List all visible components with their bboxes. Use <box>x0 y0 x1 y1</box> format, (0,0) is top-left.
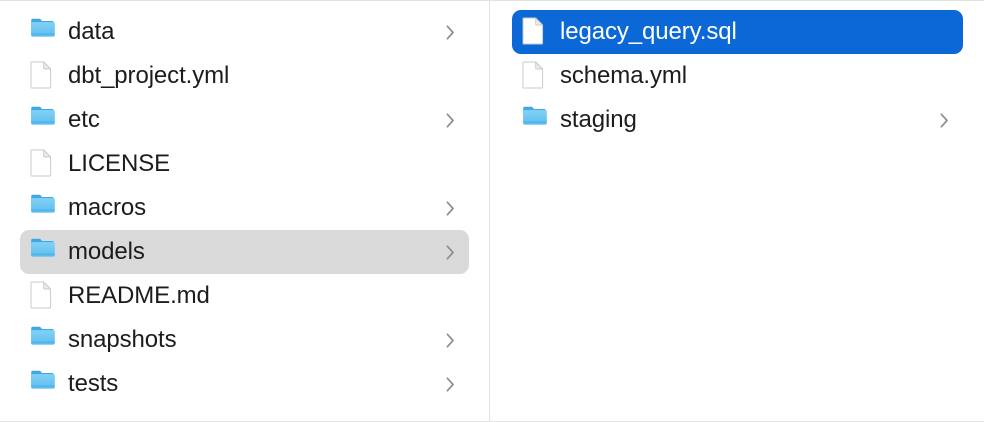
folder-row[interactable]: etc <box>20 98 469 142</box>
folder-icon <box>30 105 56 135</box>
file-row[interactable]: legacy_query.sql <box>512 10 963 54</box>
document-icon <box>522 61 548 91</box>
file-row[interactable]: dbt_project.yml <box>20 54 469 98</box>
item-label: dbt_project.yml <box>68 62 230 89</box>
chevron-right-icon[interactable] <box>443 197 457 219</box>
folder-row[interactable]: macros <box>20 186 469 230</box>
folder-icon <box>30 17 56 47</box>
chevron-right-icon[interactable] <box>937 109 951 131</box>
item-label: snapshots <box>68 326 177 353</box>
chevron-right-icon[interactable] <box>443 329 457 351</box>
item-label: tests <box>68 370 119 397</box>
chevron-right-icon[interactable] <box>443 373 457 395</box>
folder-icon <box>30 237 56 267</box>
item-label: data <box>68 18 115 45</box>
item-label: LICENSE <box>68 150 171 177</box>
document-icon <box>30 61 56 91</box>
document-icon <box>30 281 56 311</box>
file-row[interactable]: schema.yml <box>512 54 963 98</box>
finder-column-child[interactable]: legacy_query.sql schema.yml staging <box>490 1 983 421</box>
file-row[interactable]: LICENSE <box>20 142 469 186</box>
chevron-right-icon[interactable] <box>443 21 457 43</box>
item-label: staging <box>560 106 637 133</box>
item-label: macros <box>68 194 147 221</box>
item-label: schema.yml <box>560 62 688 89</box>
item-label: models <box>68 238 145 265</box>
chevron-right-icon[interactable] <box>443 241 457 263</box>
document-icon <box>30 149 56 179</box>
folder-icon <box>30 325 56 355</box>
item-label: etc <box>68 106 100 133</box>
folder-icon <box>522 105 548 135</box>
item-label: README.md <box>68 282 210 309</box>
document-icon <box>522 17 548 47</box>
item-label: legacy_query.sql <box>560 18 737 45</box>
chevron-right-icon[interactable] <box>443 109 457 131</box>
folder-row[interactable]: tests <box>20 362 469 406</box>
folder-icon <box>30 369 56 399</box>
folder-row[interactable]: snapshots <box>20 318 469 362</box>
folder-row[interactable]: models <box>20 230 469 274</box>
file-row[interactable]: README.md <box>20 274 469 318</box>
folder-row[interactable]: data <box>20 10 469 54</box>
folder-row[interactable]: staging <box>512 98 963 142</box>
folder-icon <box>30 193 56 223</box>
